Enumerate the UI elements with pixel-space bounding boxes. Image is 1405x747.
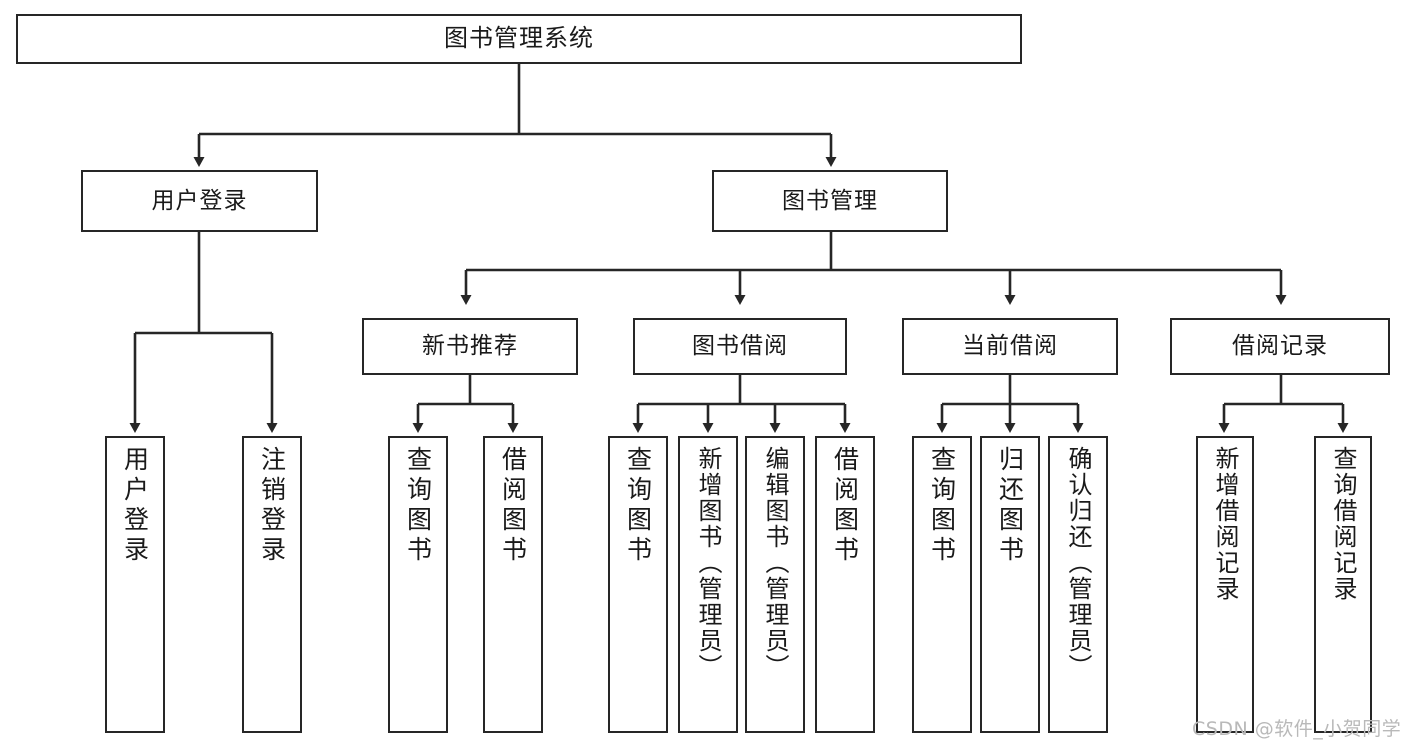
- leaf-borrow-book-recommend[interactable]: 借阅图书: [483, 436, 543, 733]
- node-label: 用户登录: [151, 187, 248, 214]
- node-label: 新增借阅记录: [1211, 446, 1239, 602]
- node-book-borrow[interactable]: 图书借阅: [633, 318, 847, 375]
- node-user-login[interactable]: 用户登录: [81, 170, 318, 232]
- node-label: 借阅图书: [498, 446, 528, 566]
- leaf-return-book[interactable]: 归还图书: [980, 436, 1040, 733]
- leaf-query-book-current[interactable]: 查询图书: [912, 436, 972, 733]
- node-label: 查询图书: [403, 446, 433, 566]
- leaf-add-borrow-record[interactable]: 新增借阅记录: [1196, 436, 1254, 733]
- node-label: 确认归还（管理员）: [1064, 446, 1092, 680]
- node-label: 图书管理: [782, 187, 878, 214]
- node-new-book-recommend[interactable]: 新书推荐: [362, 318, 578, 375]
- node-borrow-record[interactable]: 借阅记录: [1170, 318, 1390, 375]
- leaf-user-login[interactable]: 用户登录: [105, 436, 165, 733]
- leaf-confirm-return-admin[interactable]: 确认归还（管理员）: [1048, 436, 1108, 733]
- node-label: 新增图书（管理员）: [694, 446, 722, 680]
- node-label: 注销登录: [257, 446, 287, 566]
- node-label: 借阅记录: [1232, 333, 1328, 360]
- leaf-query-book-recommend[interactable]: 查询图书: [388, 436, 448, 733]
- node-label: 查询图书: [927, 446, 957, 566]
- node-root-system[interactable]: 图书管理系统: [16, 14, 1022, 64]
- node-label: 查询借阅记录: [1329, 446, 1357, 602]
- node-label: 用户登录: [120, 446, 150, 566]
- leaf-borrow-book[interactable]: 借阅图书: [815, 436, 875, 733]
- leaf-edit-book-admin[interactable]: 编辑图书（管理员）: [745, 436, 805, 733]
- node-label: 查询图书: [623, 446, 653, 566]
- leaf-logout-login[interactable]: 注销登录: [242, 436, 302, 733]
- leaf-query-book-borrow[interactable]: 查询图书: [608, 436, 668, 733]
- node-label: 编辑图书（管理员）: [761, 446, 789, 680]
- node-label: 当前借阅: [962, 333, 1058, 360]
- node-current-borrow[interactable]: 当前借阅: [902, 318, 1118, 375]
- node-label: 借阅图书: [830, 446, 860, 566]
- node-book-management[interactable]: 图书管理: [712, 170, 948, 232]
- node-label: 归还图书: [995, 446, 1025, 566]
- csdn-watermark: CSDN @软件_小贺同学: [1192, 718, 1402, 740]
- node-label: 图书管理系统: [444, 24, 594, 53]
- leaf-query-borrow-record[interactable]: 查询借阅记录: [1314, 436, 1372, 733]
- leaf-add-book-admin[interactable]: 新增图书（管理员）: [678, 436, 738, 733]
- node-label: 图书借阅: [692, 333, 788, 360]
- node-label: 新书推荐: [422, 333, 518, 360]
